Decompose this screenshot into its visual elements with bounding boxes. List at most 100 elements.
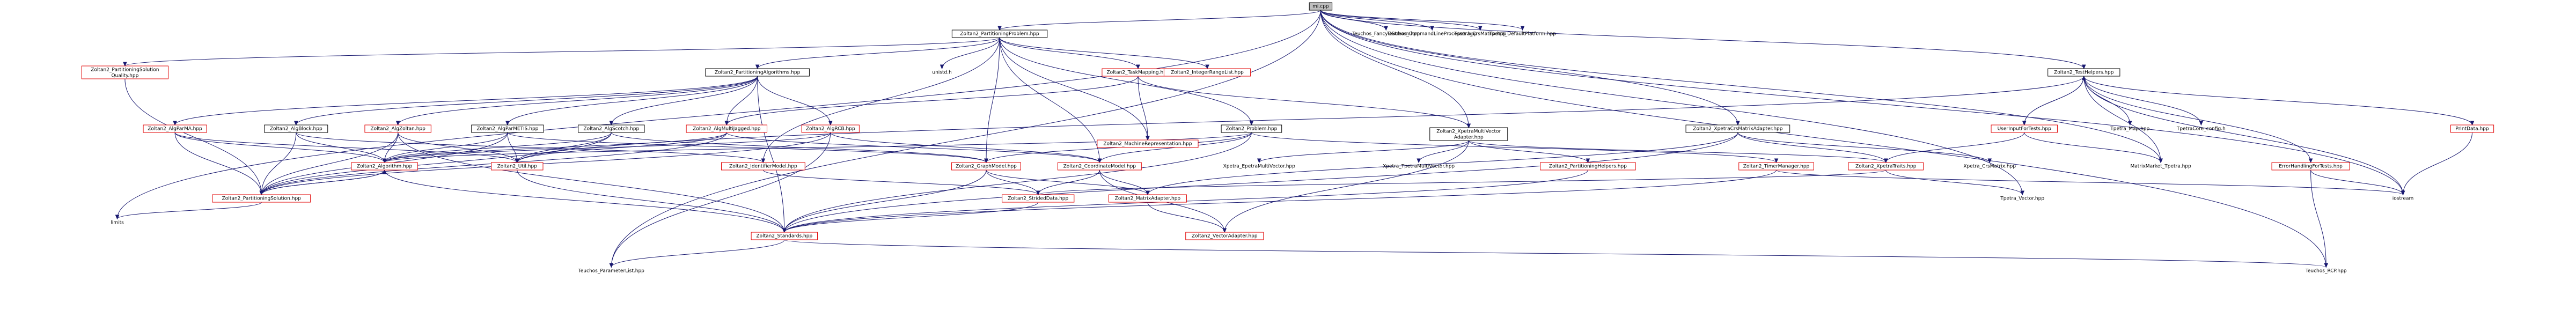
node-graphmodel[interactable]: Zoltan2_GraphModel.hpp	[951, 162, 1021, 171]
node-tpmap: Tpetra_Map.hpp	[2110, 127, 2149, 132]
node-xpcrsadapt[interactable]: Zoltan2_XpetraCrsMatrixAdapter.hpp	[1685, 124, 1790, 133]
edge-arrowhead	[382, 169, 387, 174]
edge-arrowhead	[2159, 158, 2163, 164]
edge-arrowhead	[1478, 26, 1483, 31]
node-testhelp[interactable]: Zoltan2_TestHelpers.hpp	[2047, 68, 2120, 77]
node-util[interactable]: Zoltan2_Util.hpp	[491, 162, 544, 171]
node-printdata[interactable]: PrintData.hpp	[2450, 124, 2494, 133]
edge-arrowhead	[1466, 123, 1471, 129]
edge-xpcrsadapt-to-matadapt	[1146, 132, 1738, 196]
edge-arrowhead	[2082, 75, 2086, 80]
edge-testhelp-to-tpcorecfg	[2083, 76, 2204, 126]
node-box	[1738, 162, 1814, 171]
node-standards[interactable]: Zoltan2_Standards.hpp	[751, 232, 818, 240]
edge-partprob-to-partsolq	[123, 37, 1000, 67]
node-box	[1540, 162, 1636, 171]
node-box	[1185, 232, 1264, 240]
node-algblock[interactable]: Zoltan2_AlgBlock.hpp	[264, 124, 328, 133]
node-box	[951, 29, 1048, 38]
edge-line	[384, 132, 399, 163]
edge-testhelp-to-mmtpetra	[2083, 76, 2163, 164]
edge-line	[384, 169, 785, 233]
node-box	[1163, 68, 1251, 77]
edge-arrowhead	[123, 62, 127, 67]
edge-line	[261, 132, 399, 195]
edge-line	[384, 132, 612, 163]
edge-line	[1137, 76, 1469, 128]
node-algparma[interactable]: Zoltan2_AlgParMA.hpp	[143, 124, 207, 133]
node-partalgs[interactable]: Zoltan2_PartitioningAlgorithms.hpp	[705, 68, 810, 77]
edge-arrowhead	[609, 121, 614, 126]
node-partsol[interactable]: Zoltan2_PartitioningSolution.hpp	[212, 194, 311, 203]
node-label: Tpetra_DefaultPlatform.hpp	[1488, 32, 1556, 37]
edge-arrowhead	[1136, 64, 1140, 70]
node-algorithm[interactable]: Zoltan2_Algorithm.hpp	[351, 162, 418, 171]
node-xptraits[interactable]: Zoltan2_XpetraTraits.hpp	[1848, 162, 1924, 171]
edge-arrowhead	[173, 121, 177, 126]
edge-testhelp-to-tpmap	[2083, 76, 2132, 126]
node-label: Zoltan2_PartitioningSolution	[91, 68, 159, 73]
edge-line	[1137, 76, 1148, 141]
node-errhandle[interactable]: ErrorHandlingForTests.hpp	[2271, 162, 2350, 171]
edge-line	[1418, 140, 1469, 163]
edge-algblock-to-algorithm	[296, 132, 387, 164]
node-partprob[interactable]: Zoltan2_PartitioningProblem.hpp	[951, 29, 1048, 38]
node-userinput[interactable]: UserInputForTests.hpp	[1991, 124, 2058, 133]
node-matadapt[interactable]: Zoltan2_MatrixAdapter.hpp	[1108, 194, 1187, 203]
edge-line	[507, 132, 987, 163]
edge-line	[1251, 132, 1777, 163]
edge-arrowhead	[1774, 158, 1779, 164]
node-cmdline: Teuchos_CommandLineProcessor.hpp	[1386, 32, 1477, 37]
edge-line	[999, 37, 1148, 141]
edge-graphmodel-to-strided	[986, 169, 1040, 196]
node-label: Zoltan2_Util.hpp	[497, 164, 538, 169]
node-vecadapt[interactable]: Zoltan2_VectorAdapter.hpp	[1185, 232, 1264, 240]
node-machrep[interactable]: Zoltan2_MachineRepresentation.hpp	[1097, 139, 1199, 148]
node-problem[interactable]: Zoltan2_Problem.hpp	[1221, 124, 1282, 133]
node-box	[1429, 127, 1508, 141]
node-label: Zoltan2_Problem.hpp	[1225, 127, 1277, 132]
edge-line	[784, 169, 987, 233]
node-parthelp[interactable]: Zoltan2_PartitioningHelpers.hpp	[1540, 162, 1636, 171]
edge-standards-to-rcp	[784, 239, 2328, 268]
edge-line	[1320, 10, 1738, 126]
node-mi[interactable]: mi.cpp	[1309, 2, 1333, 11]
edge-testhelp-to-errhandle	[2083, 76, 2313, 164]
node-label: Xpetra_EpetraMultiVector.hpp	[1223, 164, 1295, 169]
node-xptpmv: Xpetra_TpetraMultiVector.hpp	[1383, 164, 1455, 169]
edge-algparma-to-util	[174, 132, 519, 164]
node-taskmap[interactable]: Zoltan2_TaskMapping.hpp	[1102, 68, 1175, 77]
edge-line	[261, 132, 831, 195]
edge-strided-to-standards	[782, 202, 1039, 233]
node-algscotch[interactable]: Zoltan2_AlgScotch.hpp	[578, 124, 645, 133]
edge-partalgs-to-algparmetis	[505, 76, 758, 126]
node-coordmodel[interactable]: Zoltan2_CoordinateModel.hpp	[1057, 162, 1142, 171]
node-intrange[interactable]: Zoltan2_IntegerRangeList.hpp	[1163, 68, 1251, 77]
edge-line	[986, 169, 1148, 195]
node-algmultijag[interactable]: Zoltan2_AlgMultiJagged.hpp	[686, 124, 768, 133]
node-box	[364, 124, 431, 133]
edge-line	[2083, 76, 2473, 126]
node-timemgr[interactable]: Zoltan2_TimerManager.hpp	[1738, 162, 1814, 171]
edge-arrowhead	[505, 121, 510, 126]
node-algzoltan[interactable]: Zoltan2_AlgZoltan.hpp	[364, 124, 431, 133]
node-label: Zoltan2_TestHelpers.hpp	[2054, 70, 2114, 76]
edge-partprob-to-graphmodel	[984, 37, 1000, 164]
node-box	[81, 65, 168, 79]
edge-algmultijag-to-coordmodel	[726, 132, 1102, 164]
node-strided[interactable]: Zoltan2_StridedData.hpp	[1002, 194, 1075, 203]
node-algrcb[interactable]: Zoltan2_AlgRCB.hpp	[801, 124, 860, 133]
node-box	[143, 124, 207, 133]
node-defplat: Tpetra_DefaultPlatform.hpp	[1488, 32, 1556, 37]
node-label: Zoltan2_IntegerRangeList.hpp	[1171, 70, 1244, 76]
node-identmodel[interactable]: Zoltan2_IdentifierModel.hpp	[721, 162, 805, 171]
node-label: Zoltan2_AlgParMA.hpp	[148, 127, 202, 132]
edge-line	[296, 76, 758, 126]
edge-userinput-to-xptraits	[1884, 132, 2025, 164]
edge-mi-to-defplat	[1320, 10, 1525, 31]
node-label: iostream	[2392, 196, 2414, 202]
node-algparmetis[interactable]: Zoltan2_AlgParMETIS.hpp	[471, 124, 544, 133]
node-label: Quality.hpp	[111, 73, 138, 79]
